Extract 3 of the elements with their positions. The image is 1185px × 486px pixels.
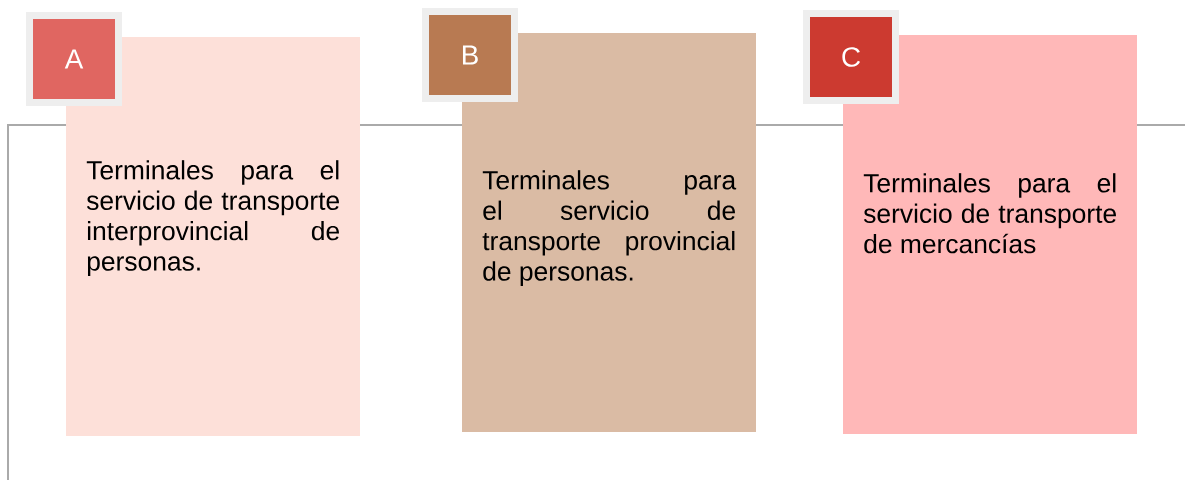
letter-tag: B [422,8,518,102]
letter-tag: A [26,12,122,106]
letter-tag: C [803,10,899,104]
